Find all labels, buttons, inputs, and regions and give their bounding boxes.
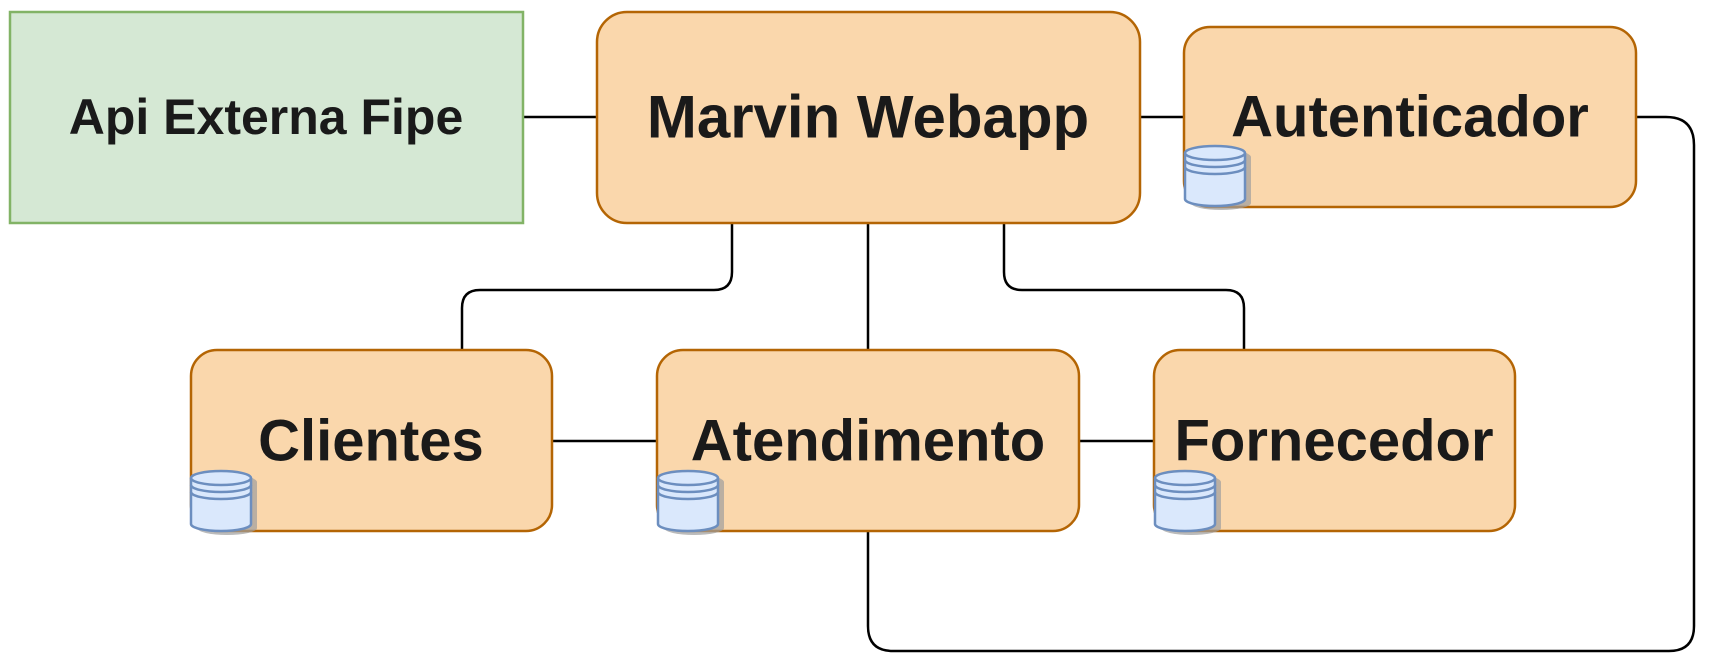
node-fornecedor-label: Fornecedor: [1174, 409, 1493, 474]
node-clientes[interactable]: Clientes: [189, 348, 554, 537]
fornecedor-database-icon: [1153, 469, 1223, 537]
node-api-externa-fipe-label: Api Externa Fipe: [69, 89, 464, 145]
edge-autenticador-atendimento: [866, 115, 1696, 653]
node-clientes-label: Clientes: [258, 409, 484, 474]
node-autenticador-label: Autenticador: [1231, 85, 1589, 150]
node-api-externa-fipe[interactable]: Api Externa Fipe: [8, 10, 525, 225]
node-autenticador[interactable]: Autenticador: [1182, 25, 1638, 212]
node-fornecedor[interactable]: Fornecedor: [1152, 348, 1517, 537]
edge-webapp-fornecedor: [1002, 223, 1246, 350]
node-marvin-webapp[interactable]: Marvin Webapp: [595, 10, 1142, 225]
edge-webapp-clientes: [460, 223, 734, 350]
node-atendimento[interactable]: Atendimento: [655, 348, 1081, 537]
clientes-database-icon: [189, 469, 259, 537]
edges: [460, 115, 1696, 653]
autenticador-database-icon: [1183, 144, 1253, 212]
atendimento-database-icon: [656, 469, 726, 537]
node-marvin-webapp-label: Marvin Webapp: [647, 84, 1089, 151]
node-atendimento-label: Atendimento: [691, 409, 1045, 474]
